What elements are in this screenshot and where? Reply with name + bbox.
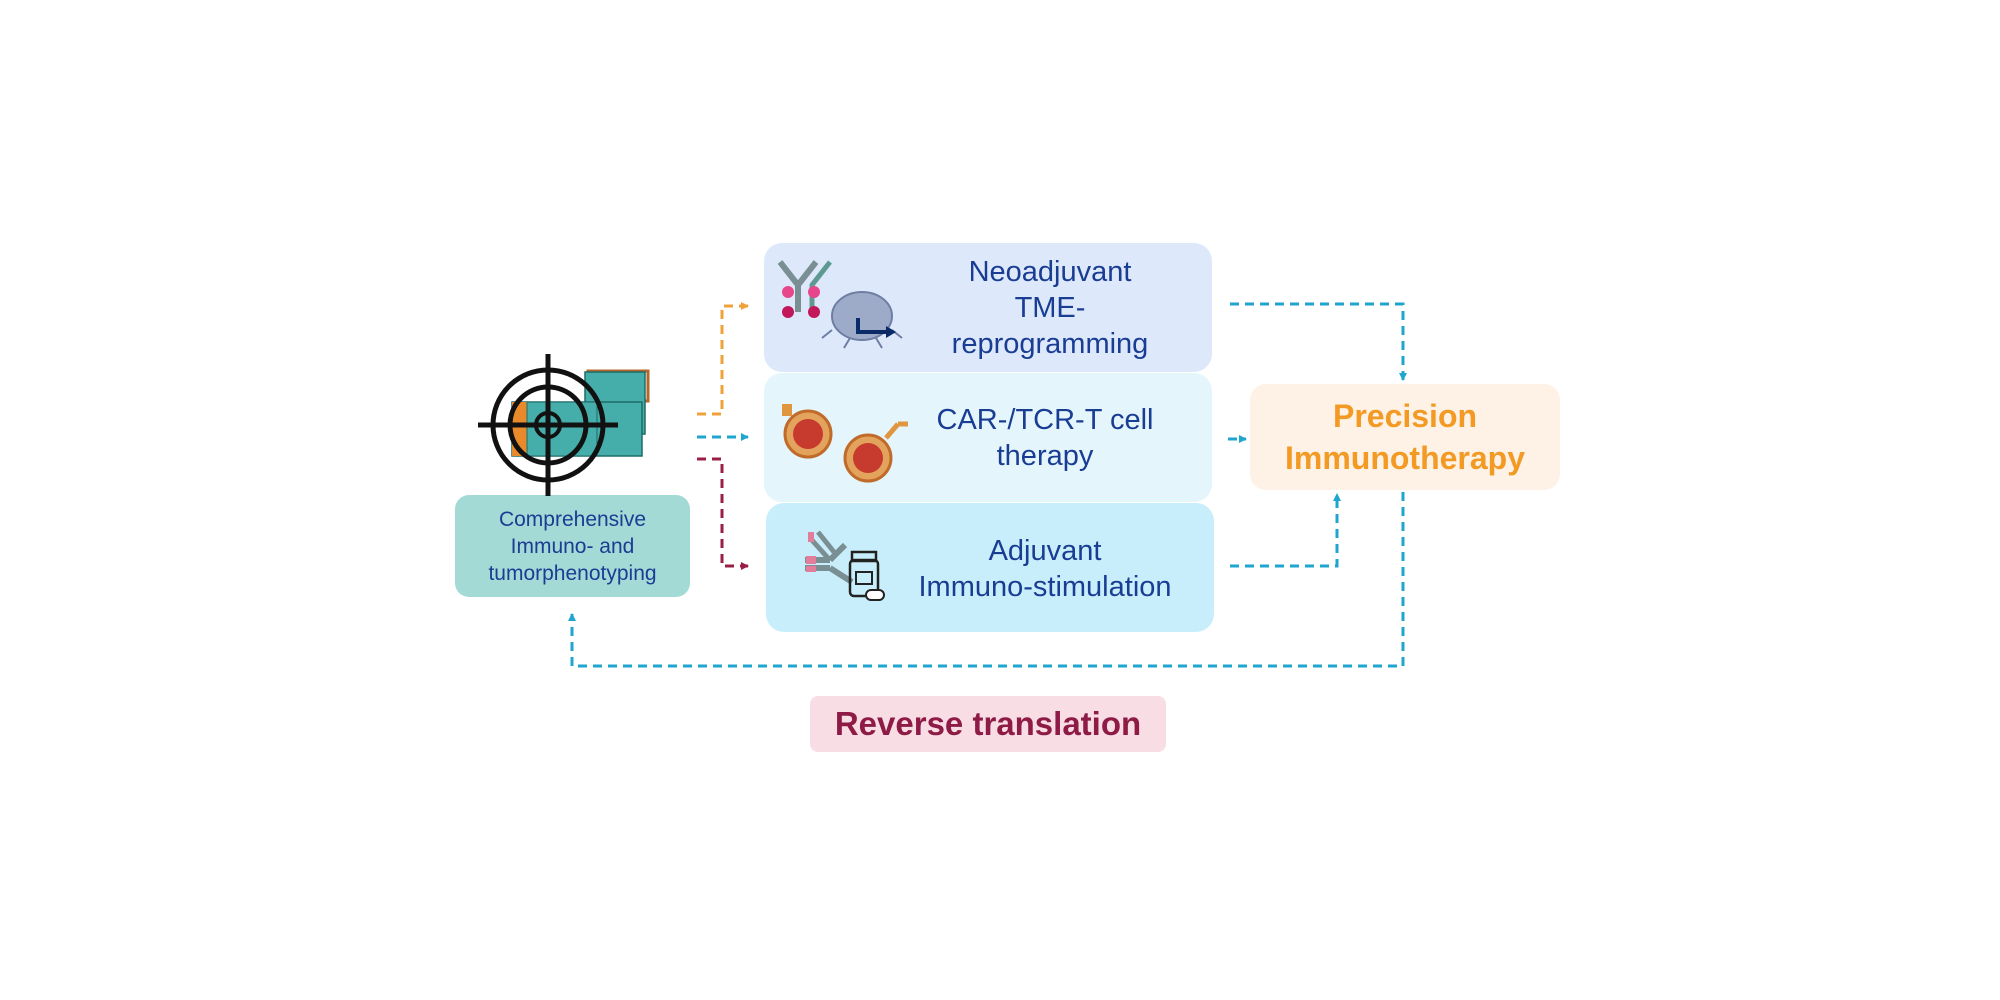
- arrow-to-neoadjuvant: [697, 302, 749, 416]
- target-crosshair-icon: [478, 354, 650, 496]
- arrow-to-adjuvant: [697, 457, 749, 570]
- reverse-translation-arrow: [568, 492, 1405, 668]
- neoadjuvant-label: Neoadjuvant TME- reprogramming: [951, 256, 1149, 360]
- car-t-cell-icon: [782, 404, 833, 459]
- diagnostics-box: Comprehensive Immuno- and tumorphenotypi…: [455, 495, 690, 597]
- car-tcr-label: CAR-/TCR-T cell therapy: [936, 404, 1154, 472]
- antibody-icon: [777, 260, 832, 318]
- arrow-neoadjuvant-to-precision: [1230, 302, 1407, 381]
- antibodies-icon: [805, 530, 854, 585]
- t-cell-icon: [843, 421, 908, 483]
- medication-bottle-icon: [848, 550, 885, 601]
- adjuvant-box: [766, 503, 1214, 632]
- adjuvant-label: Adjuvant Immuno-stimulation: [918, 535, 1172, 603]
- reverse-translation-label: Reverse translation: [810, 696, 1166, 752]
- arrow-adjuvant-to-precision: [1230, 493, 1341, 568]
- macrophage-icon: [821, 291, 903, 349]
- precision-immunotherapy-box: Precision Immunotherapy: [1250, 384, 1560, 490]
- car-tcr-box: [764, 373, 1212, 502]
